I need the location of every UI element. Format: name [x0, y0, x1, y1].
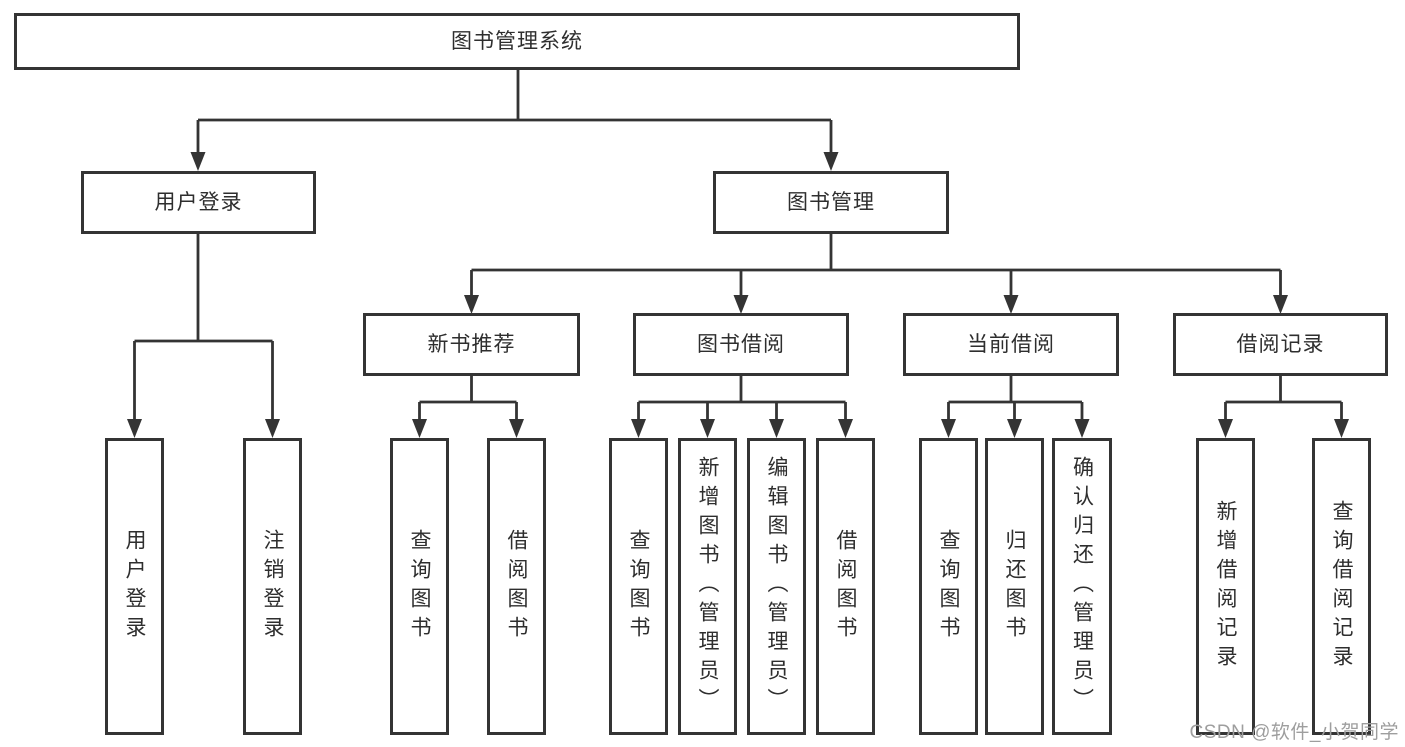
- node-label: 图书管理系统: [451, 30, 583, 53]
- arrowhead: [509, 419, 524, 438]
- node-label: 查询借阅记录: [1330, 499, 1354, 674]
- node-book-management: 图书管理: [713, 171, 949, 234]
- node-label: 用户登录: [123, 528, 147, 645]
- leaf-user-login: 用户登录: [105, 438, 164, 735]
- node-label: 新书推荐: [427, 333, 516, 356]
- node-book-borrowing: 图书借阅: [633, 313, 849, 376]
- node-label: 归还图书: [1003, 528, 1027, 645]
- leaf-newrec-borrow-books: 借阅图书: [487, 438, 546, 735]
- arrowhead: [464, 295, 479, 314]
- arrowhead: [1074, 419, 1090, 438]
- connector-records-split: [1224, 376, 1343, 420]
- csdn-watermark: CSDN @软件_小贺同学: [1189, 722, 1399, 743]
- arrowhead: [127, 419, 142, 438]
- node-label: 查询图书: [937, 528, 961, 645]
- leaf-borrow-borrow-books: 借阅图书: [816, 438, 875, 735]
- arrowhead: [1003, 295, 1019, 314]
- node-borrowing-records: 借阅记录: [1173, 313, 1388, 376]
- leaf-borrow-query-books: 查询图书: [609, 438, 668, 735]
- arrowhead: [631, 419, 646, 438]
- arrowhead: [412, 419, 427, 438]
- connector-current-split: [947, 376, 1084, 420]
- node-current-borrowing: 当前借阅: [903, 313, 1119, 376]
- arrowhead: [1334, 419, 1349, 438]
- arrowhead: [265, 419, 280, 438]
- node-label: 确认归还（管理员）: [1070, 456, 1094, 717]
- connector-root-split: [196, 70, 833, 153]
- arrowhead: [769, 419, 784, 438]
- arrowhead: [838, 419, 853, 438]
- leaf-current-confirm-return-admin: 确认归还（管理员）: [1052, 438, 1112, 735]
- leaf-current-return-books: 归还图书: [985, 438, 1044, 735]
- arrowhead: [190, 152, 206, 171]
- node-label: 查询图书: [408, 528, 432, 645]
- leaf-borrow-edit-books-admin: 编辑图书（管理员）: [747, 438, 806, 735]
- arrowhead: [1007, 419, 1022, 438]
- node-label: 新增借阅记录: [1214, 499, 1238, 674]
- arrowhead: [700, 419, 715, 438]
- leaf-records-add-record: 新增借阅记录: [1196, 438, 1255, 735]
- node-new-book-recommend: 新书推荐: [363, 313, 580, 376]
- node-label: 注销登录: [261, 528, 285, 645]
- arrowhead: [823, 152, 839, 171]
- leaf-logout: 注销登录: [243, 438, 302, 735]
- node-label: 新增图书（管理员）: [696, 456, 720, 717]
- leaf-newrec-query-books: 查询图书: [390, 438, 449, 735]
- connector-newbooks-split: [418, 376, 518, 420]
- arrowhead: [1218, 419, 1233, 438]
- node-label: 图书借阅: [697, 333, 785, 356]
- node-user-login: 用户登录: [81, 171, 316, 234]
- arrowhead: [941, 419, 956, 438]
- arrowhead: [733, 295, 749, 314]
- node-label: 用户登录: [154, 191, 243, 214]
- node-label: 借阅图书: [834, 528, 858, 645]
- node-label: 图书管理: [787, 191, 875, 214]
- node-label: 借阅记录: [1236, 333, 1325, 356]
- node-label: 当前借阅: [967, 333, 1055, 356]
- node-label: 查询图书: [627, 528, 651, 645]
- connector-userlogin-split: [133, 234, 274, 420]
- node-root-library-system: 图书管理系统: [14, 13, 1020, 70]
- connector-bookmgmt-split: [470, 234, 1282, 296]
- leaf-current-query-books: 查询图书: [919, 438, 978, 735]
- arrowhead: [1273, 295, 1288, 314]
- node-label: 借阅图书: [505, 528, 529, 645]
- leaf-records-query-record: 查询借阅记录: [1312, 438, 1371, 735]
- leaf-borrow-add-books-admin: 新增图书（管理员）: [678, 438, 737, 735]
- node-label: 编辑图书（管理员）: [765, 456, 789, 717]
- connector-borrow-split: [637, 376, 847, 420]
